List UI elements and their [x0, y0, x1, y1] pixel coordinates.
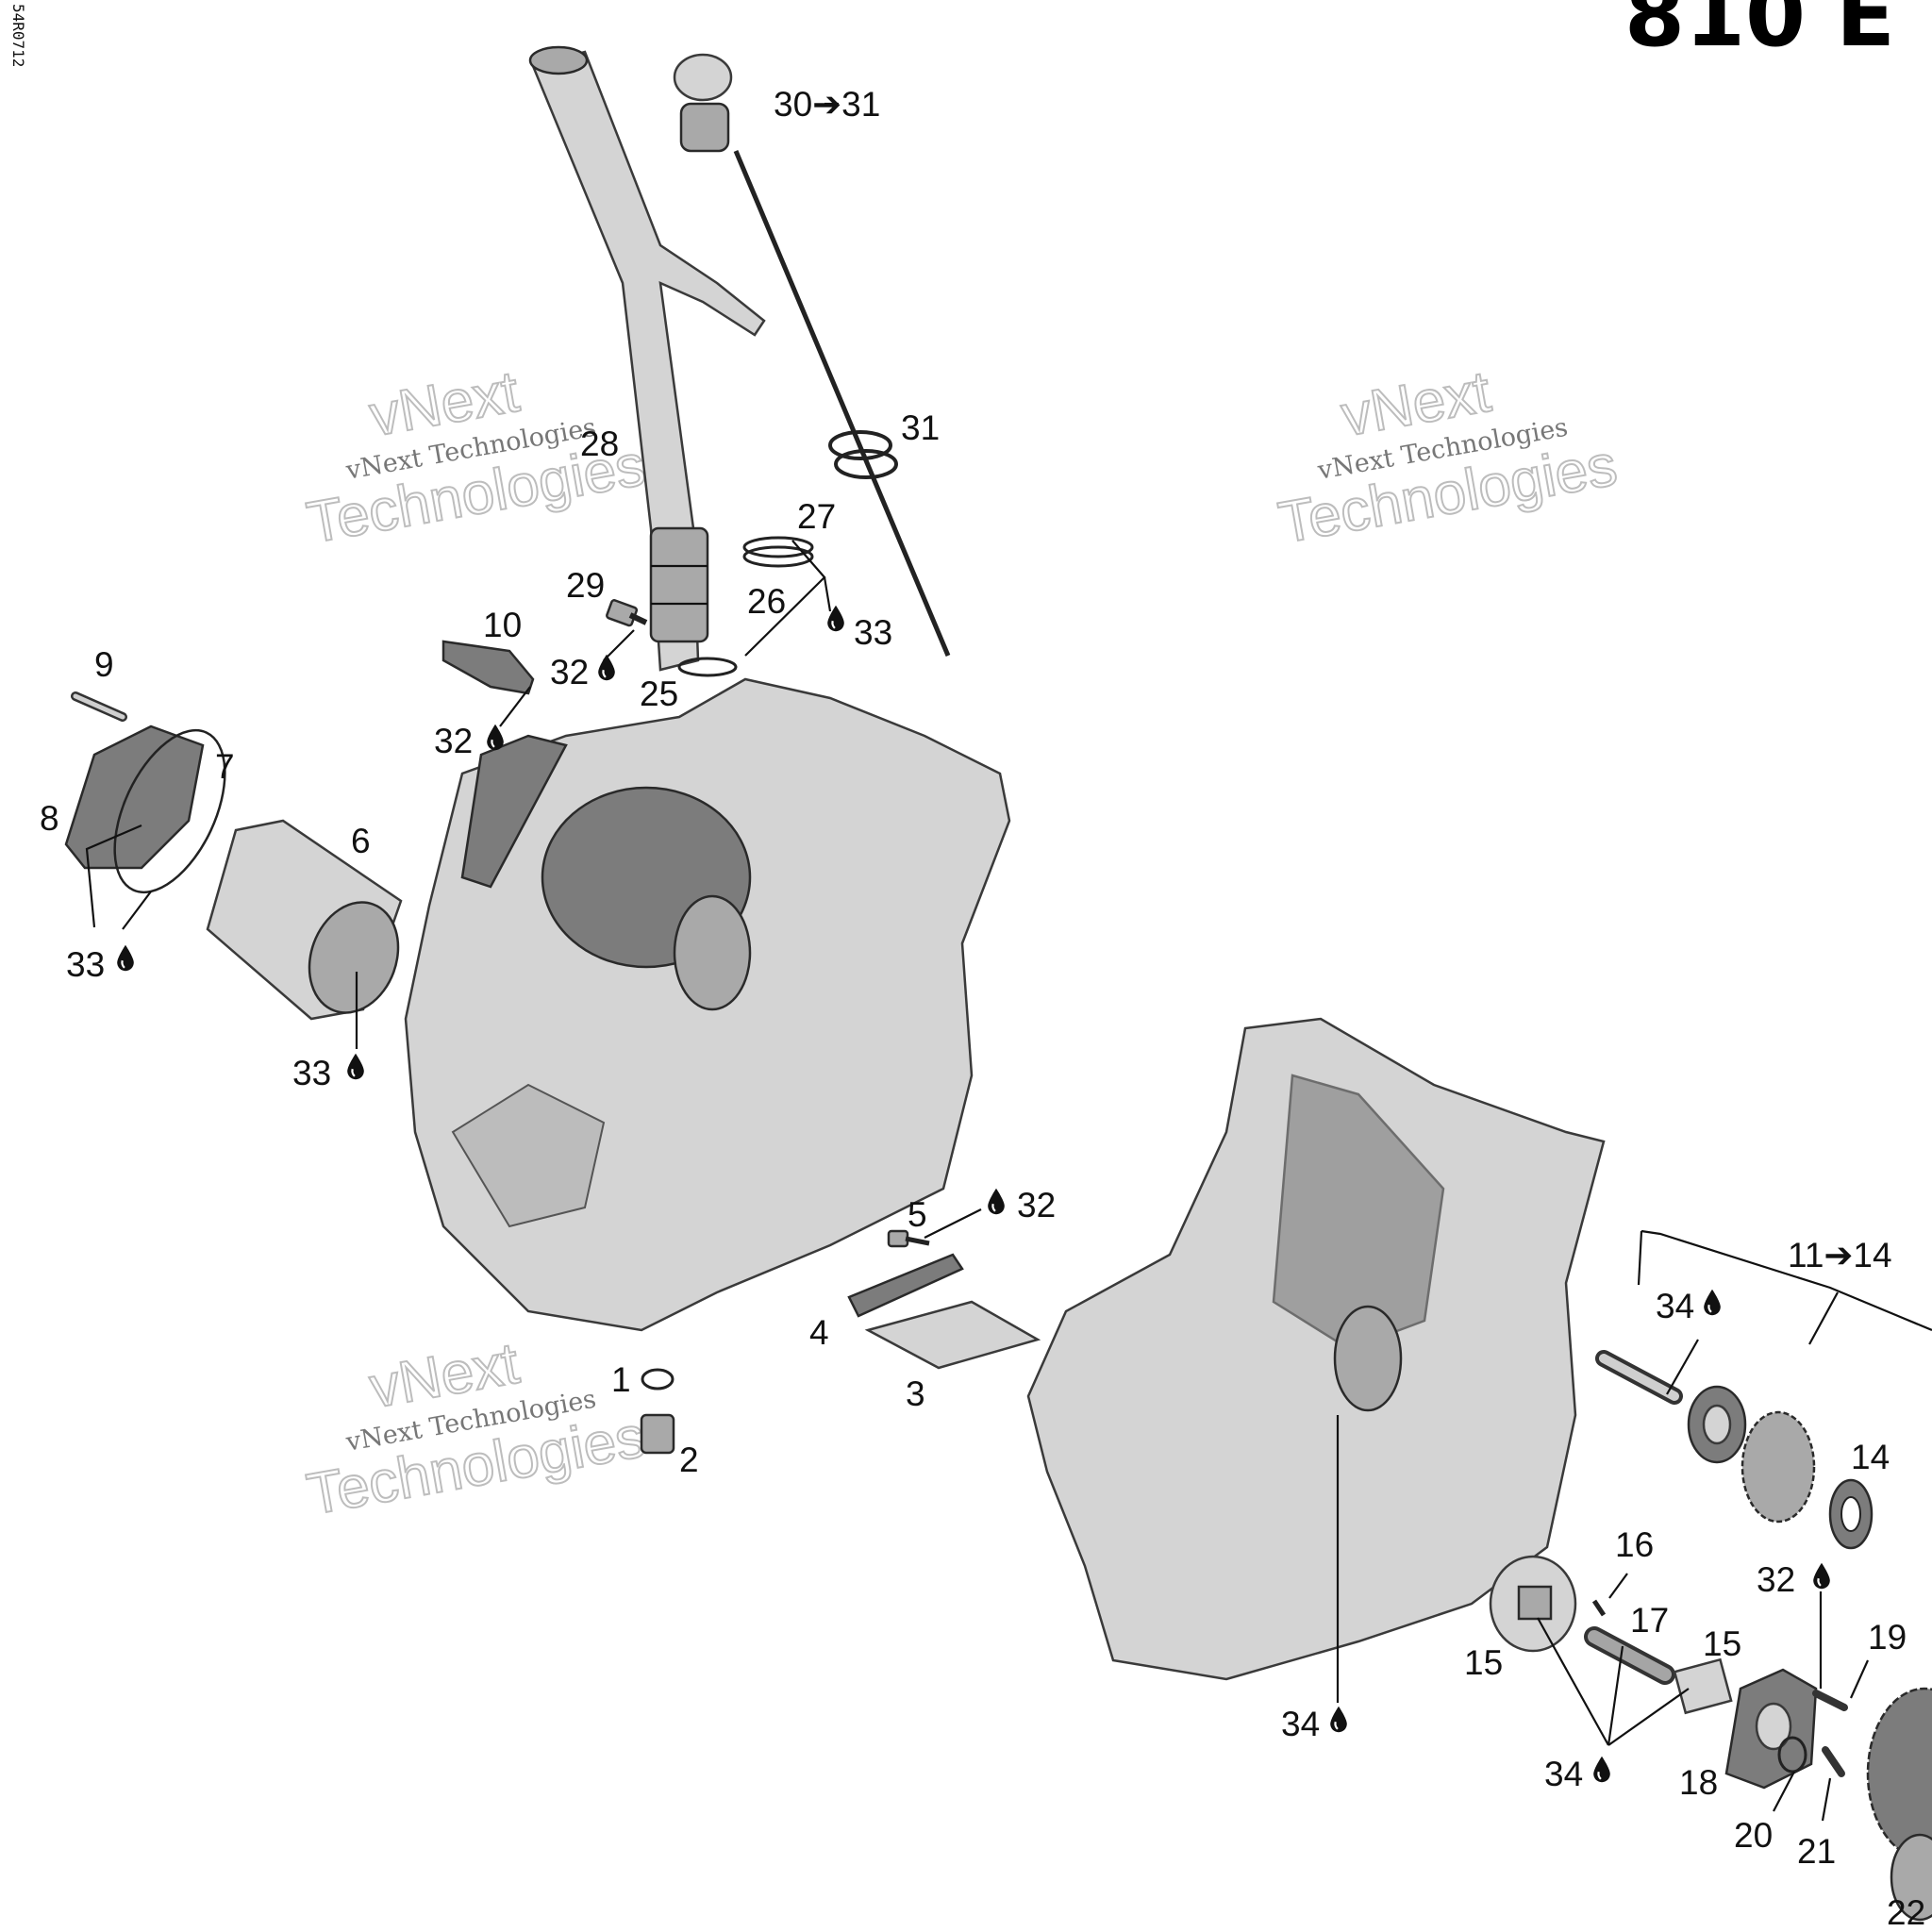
- leader-lines: [85, 102, 1932, 1822]
- watermark-bottom-left: vNext vNext Technologies Technologies: [302, 1330, 651, 1529]
- callout-3: 3: [906, 1374, 925, 1413]
- crankcase-left: [404, 677, 1011, 1332]
- oil-drop-icon: [597, 653, 616, 682]
- oil-drop-icon: [1329, 1705, 1348, 1734]
- oil-drop-icon: [116, 943, 135, 973]
- oil-filler-tube: [528, 45, 766, 672]
- callout-21: 21: [1797, 1832, 1836, 1871]
- callout-15-a: 15: [1464, 1643, 1503, 1682]
- diagram-code: 54R0712: [9, 4, 27, 67]
- callout-10: 10: [483, 606, 522, 644]
- callout-32-b: 32: [434, 722, 473, 760]
- oil-drop-icon: [1703, 1288, 1722, 1317]
- oil-drop-icon: [987, 1187, 1006, 1216]
- watermark-top-right: vNext vNext Technologies Technologies: [1274, 358, 1623, 558]
- callout-11-14: 11➔14: [1788, 1236, 1892, 1274]
- callout-17: 17: [1630, 1601, 1669, 1640]
- oil-drop-icon: [1592, 1755, 1611, 1784]
- callout-28: 28: [580, 425, 619, 463]
- callout-15-b: 15: [1703, 1624, 1741, 1663]
- callout-8: 8: [40, 799, 59, 838]
- o-rings-25-27: [677, 536, 814, 677]
- callout-32-c: 32: [1017, 1186, 1056, 1224]
- bolt-5: [887, 1229, 930, 1248]
- dipstick: [673, 53, 951, 657]
- callout-33-c: 33: [292, 1054, 331, 1092]
- callout-6: 6: [351, 822, 371, 860]
- callout-16: 16: [1615, 1525, 1654, 1564]
- page-title: 810 E: [1624, 0, 1895, 66]
- callout-34-c: 34: [1544, 1755, 1583, 1793]
- callout-5: 5: [908, 1195, 927, 1234]
- callout-33-b: 33: [66, 945, 105, 984]
- o-ring-31: [828, 430, 898, 479]
- callout-34-a: 34: [1281, 1705, 1320, 1743]
- callout-32-a: 32: [550, 653, 589, 691]
- callout-18: 18: [1679, 1763, 1718, 1802]
- oil-drop-icon: [346, 1052, 365, 1081]
- callout-32-d: 32: [1757, 1560, 1795, 1599]
- crankcase-right: [1026, 1017, 1606, 1681]
- bolt-29: [606, 599, 648, 627]
- callout-2: 2: [679, 1441, 699, 1479]
- callout-31: 31: [901, 408, 940, 447]
- callout-14: 14: [1851, 1438, 1890, 1476]
- callout-25: 25: [640, 675, 678, 713]
- bolt-9: [71, 691, 127, 722]
- callout-29: 29: [566, 566, 605, 605]
- callout-9: 9: [94, 645, 114, 684]
- callout-20: 20: [1734, 1816, 1773, 1855]
- oil-filter: [206, 819, 403, 1021]
- callout-27: 27: [797, 497, 836, 536]
- sensor-10: [441, 640, 535, 695]
- callout-7: 7: [215, 747, 235, 786]
- callout-26: 26: [747, 582, 786, 621]
- callout-19: 19: [1868, 1618, 1907, 1657]
- callout-30-31: 30➔31: [774, 85, 880, 124]
- callout-22: 22: [1887, 1893, 1925, 1932]
- oil-filter-cover: [64, 724, 205, 870]
- oil-drop-icon: [1812, 1561, 1831, 1591]
- oil-pump-assembly: [1489, 1350, 1932, 1922]
- callouts: 30➔31 31 28 27 26 33 29 32 25 10 32 9 7 …: [40, 85, 1925, 1932]
- drain-plug: [640, 1368, 675, 1455]
- callout-33-a: 33: [854, 613, 892, 652]
- oil-strainer: [847, 1253, 1041, 1370]
- gasket-7: [113, 728, 226, 894]
- callout-4: 4: [809, 1313, 829, 1352]
- callout-34-b: 34: [1656, 1287, 1694, 1325]
- oil-drop-icon: [486, 723, 505, 752]
- callout-1: 1: [611, 1360, 631, 1399]
